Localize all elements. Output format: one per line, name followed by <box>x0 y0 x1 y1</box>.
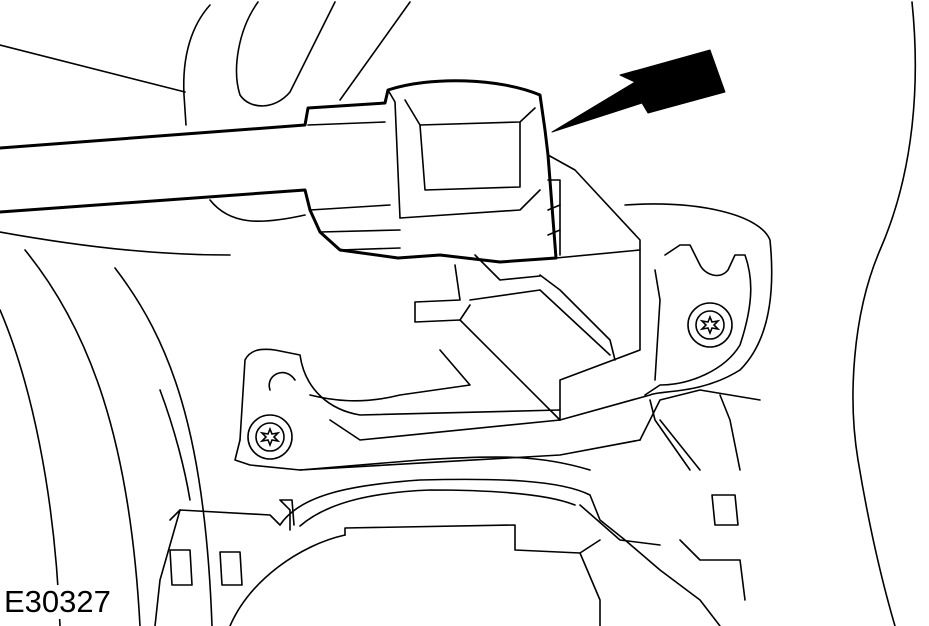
lower-housing <box>154 478 746 626</box>
right-panel-edge <box>852 1 917 626</box>
mounting-bracket <box>234 203 773 471</box>
figure-reference-code: E30327 <box>3 585 114 619</box>
upper-trim-contours <box>0 1 411 256</box>
locating-pegs <box>169 494 739 586</box>
torx-screw-icon <box>687 302 733 348</box>
arrow-icon <box>551 49 726 133</box>
torx-screw-icon <box>247 414 293 460</box>
electrical-connector <box>0 79 558 264</box>
column-shroud <box>0 249 213 626</box>
switch-body <box>309 154 641 441</box>
connector-details <box>209 89 541 251</box>
